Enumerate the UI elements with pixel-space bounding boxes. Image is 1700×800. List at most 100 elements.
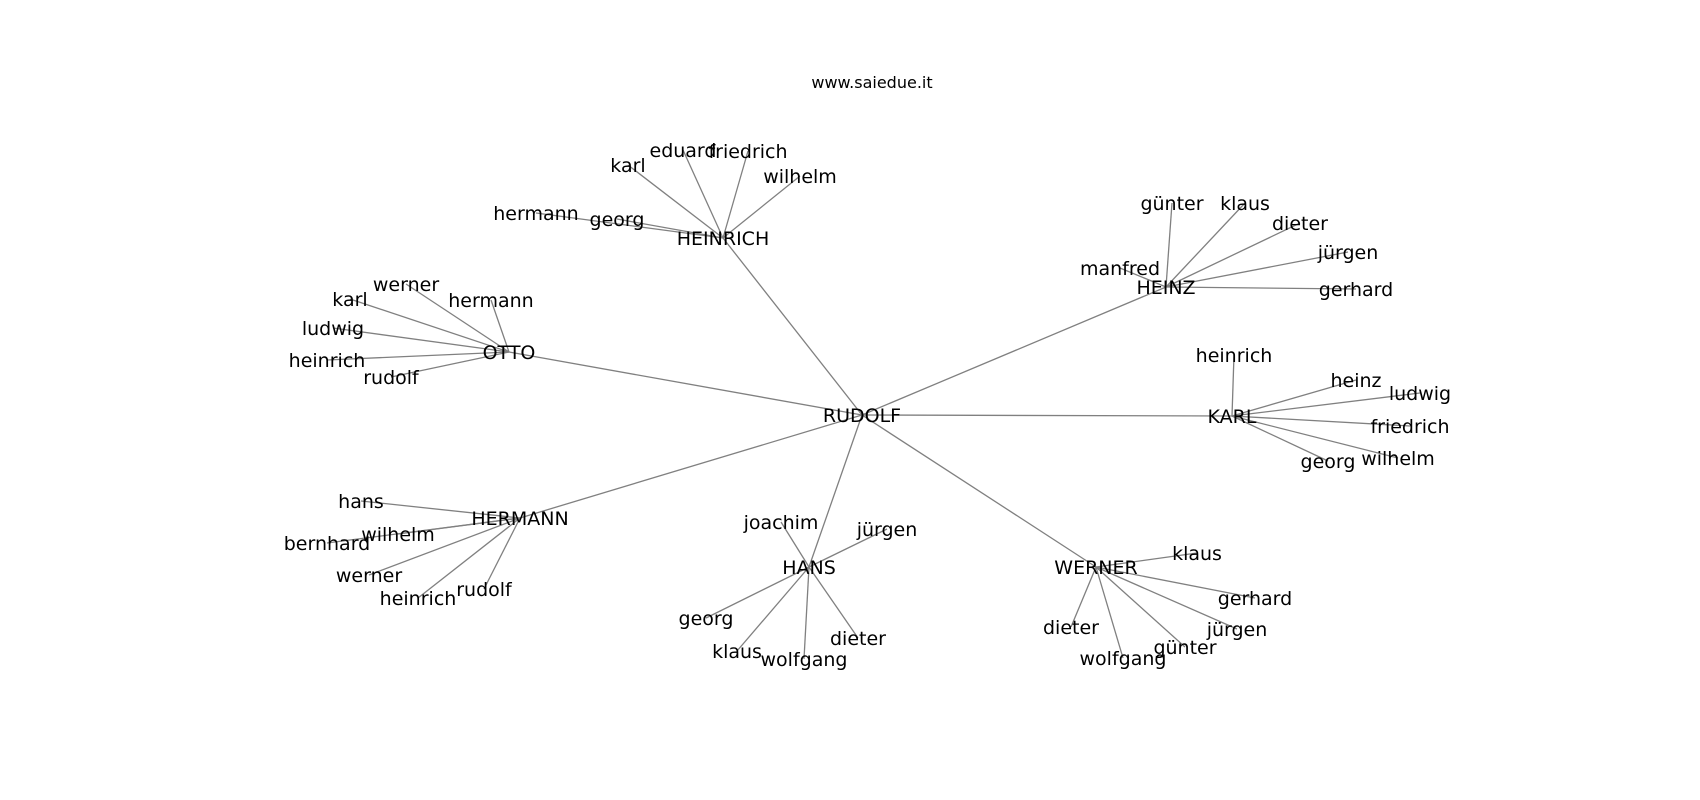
edge-karl-ludwig <box>1231 392 1421 417</box>
edge-werner-klaus <box>1095 552 1198 568</box>
leaf-node-karl-wilhelm: wilhelm <box>1361 448 1435 470</box>
leaf-node-hans-wolfgang: wolfgang <box>761 649 848 671</box>
leaf-node-otto-werner: werner <box>373 274 439 296</box>
leaf-node-heinz-manfred: manfred <box>1080 258 1160 280</box>
diagram-title: www.saiedue.it <box>811 73 932 92</box>
edge-hermann-hans <box>360 500 521 519</box>
hub-node-hermann: HERMANN <box>471 508 568 530</box>
leaf-node-karl-friedrich: friedrich <box>1370 416 1449 438</box>
leaf-node-heinrich-georg: georg <box>590 209 645 231</box>
edge-hermann-werner <box>368 517 521 576</box>
edge-hans-joachim <box>780 521 810 568</box>
edge-hans-dieter <box>808 566 859 639</box>
edge-otto-rudolf <box>390 351 510 378</box>
root-node-label: RUDOLF <box>823 405 901 427</box>
edge-heinrich-friedrich <box>722 150 749 239</box>
edge-heinz-klaus <box>1165 202 1246 288</box>
leaf-node-heinz-gerhard: gerhard <box>1319 279 1393 301</box>
leaf-node-heinrich-wilhelm: wilhelm <box>763 166 837 188</box>
edge-werner-jürgen <box>1095 566 1238 630</box>
leaf-node-karl-heinz: heinz <box>1330 370 1381 392</box>
leaf-node-hermann-bernhard: bernhard <box>284 533 371 555</box>
edge-layer <box>326 149 1421 660</box>
leaf-node-werner-dieter: dieter <box>1043 617 1099 639</box>
leaf-node-werner-wolfgang: wolfgang <box>1080 648 1167 670</box>
edge-karl-georg <box>1231 415 1329 462</box>
edge-root-heinrich <box>722 237 863 416</box>
edge-werner-dieter <box>1070 566 1097 628</box>
hub-node-werner: WERNER <box>1054 557 1137 579</box>
leaf-node-hans-georg: georg <box>679 608 734 630</box>
edge-root-heinz <box>861 286 1167 416</box>
edge-karl-heinrich <box>1231 354 1235 417</box>
edge-karl-wilhelm <box>1231 415 1399 459</box>
edge-otto-karl <box>349 298 510 353</box>
leaf-node-hans-joachim: joachim <box>743 512 819 534</box>
edge-heinrich-georg <box>616 218 724 239</box>
leaf-node-heinrich-friedrich: friedrich <box>708 141 787 163</box>
hub-node-otto: OTTO <box>483 342 536 364</box>
edge-root-hermann <box>519 414 863 519</box>
edge-root-karl <box>861 414 1233 417</box>
leaf-node-otto-karl: karl <box>332 289 367 311</box>
edge-otto-ludwig <box>332 327 510 353</box>
edge-heinz-günter <box>1165 202 1173 288</box>
leaf-node-werner-klaus: klaus <box>1172 543 1222 565</box>
hub-node-heinrich: HEINRICH <box>677 228 769 250</box>
edge-root-otto <box>508 351 863 416</box>
leaf-node-hans-dieter: dieter <box>830 628 886 650</box>
edge-otto-heinrich <box>326 351 510 361</box>
leaf-node-hermann-wilhelm: wilhelm <box>361 524 435 546</box>
leaf-node-hans-jürgen: jürgen <box>856 519 918 541</box>
leaf-node-heinz-klaus: klaus <box>1220 193 1270 215</box>
leaf-node-otto-ludwig: ludwig <box>302 318 364 340</box>
edge-hans-wolfgang <box>803 566 810 660</box>
edge-hans-klaus <box>736 566 810 652</box>
edge-hermann-rudolf <box>483 517 521 590</box>
leaf-node-hermann-rudolf: rudolf <box>456 579 513 601</box>
edge-heinz-dieter <box>1165 222 1301 288</box>
leaf-node-heinrich-karl: karl <box>610 155 645 177</box>
leaf-node-heinrich-hermann: hermann <box>493 203 578 225</box>
hub-node-hans: HANS <box>782 557 836 579</box>
edge-werner-wolfgang <box>1095 566 1124 659</box>
leaf-node-werner-gerhard: gerhard <box>1218 588 1292 610</box>
leaf-node-werner-günter: günter <box>1153 637 1216 659</box>
edge-werner-gerhard <box>1095 566 1256 599</box>
edge-otto-werner <box>405 283 510 353</box>
leaf-node-hermann-hans: hans <box>338 491 384 513</box>
edge-karl-friedrich <box>1231 415 1411 427</box>
edge-heinz-manfred <box>1119 267 1167 288</box>
leaf-node-otto-hermann: hermann <box>448 290 533 312</box>
leaf-node-heinz-günter: günter <box>1140 193 1203 215</box>
leaf-node-karl-georg: georg <box>1301 451 1356 473</box>
edge-root-hans <box>808 414 863 568</box>
edge-heinz-jürgen <box>1165 251 1349 288</box>
leaf-node-karl-heinrich: heinrich <box>1196 345 1273 367</box>
leaf-node-hermann-werner: werner <box>336 565 402 587</box>
edge-hans-jürgen <box>808 528 888 568</box>
leaf-node-otto-rudolf: rudolf <box>363 367 420 389</box>
edge-heinrich-wilhelm <box>722 175 801 239</box>
edge-heinrich-eduard <box>682 149 724 239</box>
edge-root-werner <box>861 414 1097 568</box>
leaf-node-heinz-dieter: dieter <box>1272 213 1328 235</box>
edge-hans-georg <box>705 566 810 619</box>
leaf-node-hermann-heinrich: heinrich <box>380 588 457 610</box>
edge-karl-heinz <box>1231 379 1357 417</box>
leaf-node-werner-jürgen: jürgen <box>1206 619 1268 641</box>
edge-heinrich-karl <box>627 164 724 239</box>
hub-node-heinz: HEINZ <box>1136 277 1195 299</box>
edge-hermann-heinrich <box>417 517 521 599</box>
leaf-node-hans-klaus: klaus <box>712 641 762 663</box>
hub-node-karl: KARL <box>1208 406 1257 428</box>
edge-heinrich-hermann <box>535 212 724 239</box>
edge-werner-günter <box>1095 566 1186 648</box>
leaf-node-heinrich-eduard: eduard <box>650 140 717 162</box>
label-layer: www.saiedue.it RUDOLF HEINRICHkarleduard… <box>284 73 1451 671</box>
edge-otto-hermann <box>490 299 510 353</box>
edge-hermann-bernhard <box>326 517 521 544</box>
leaf-node-heinz-jürgen: jürgen <box>1317 242 1379 264</box>
leaf-node-karl-ludwig: ludwig <box>1389 383 1451 405</box>
